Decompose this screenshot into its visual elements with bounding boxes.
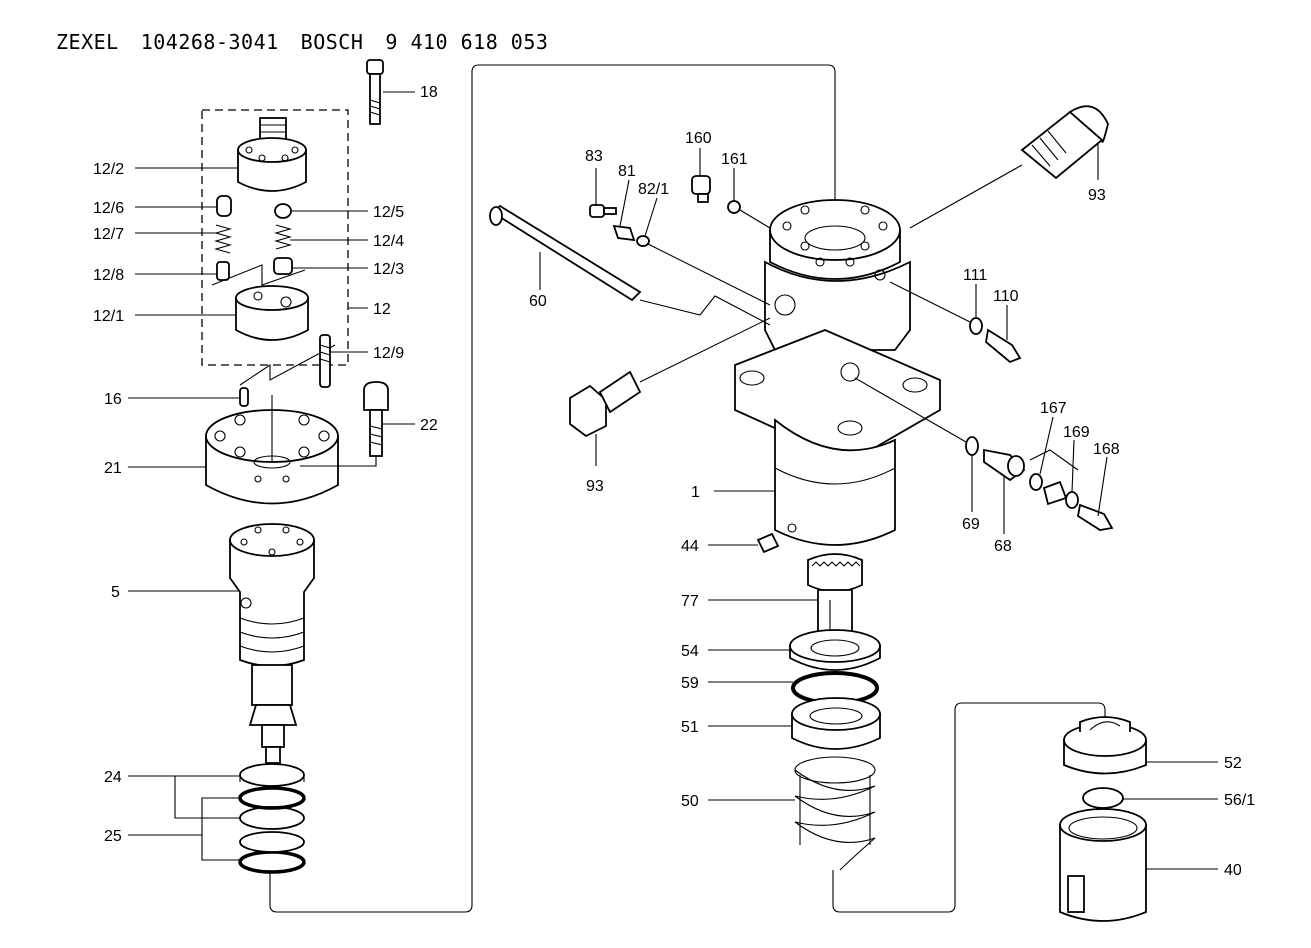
- callout-5: 5: [111, 584, 120, 601]
- valve-12-6: [216, 195, 232, 217]
- callout-60: 60: [529, 293, 547, 310]
- callout-50: 50: [681, 793, 699, 810]
- callout-21: 21: [104, 460, 122, 477]
- connector-path-left: [269, 64, 836, 913]
- washer-169: [1065, 491, 1079, 509]
- bolt-110: [985, 328, 1022, 364]
- tappet-top-52: [1063, 716, 1147, 775]
- bolt-168: [1077, 503, 1114, 531]
- callout-82-1: 82/1: [638, 181, 669, 198]
- callout-110: 110: [993, 288, 1019, 305]
- rings-25: [238, 786, 306, 874]
- callout-1: 1: [691, 484, 700, 501]
- seat-51: [791, 697, 881, 750]
- spring-12-7: [213, 224, 233, 254]
- callout-40: 40: [1224, 862, 1242, 879]
- callout-81: 81: [618, 163, 636, 180]
- spring-12-4: [273, 224, 293, 250]
- roller-56-1: [1082, 787, 1124, 809]
- callout-77: 77: [681, 593, 699, 610]
- rings-24: [239, 763, 305, 830]
- banjo-bolt-93-upper: [909, 105, 1109, 229]
- callout-44: 44: [681, 538, 699, 555]
- banjo-bolt-93-lower: [569, 317, 771, 438]
- plug-160: [691, 175, 711, 203]
- callout-93-upper: 93: [1088, 187, 1106, 204]
- callout-52: 52: [1224, 755, 1242, 772]
- seat-12-3: [273, 257, 293, 275]
- holder-12-2: [237, 117, 307, 192]
- callout-12-8: 12/8: [93, 267, 124, 284]
- callout-18: 18: [420, 84, 438, 101]
- callout-56-1: 56/1: [1224, 792, 1255, 809]
- callout-12-5: 12/5: [373, 204, 404, 221]
- callout-69: 69: [962, 516, 980, 533]
- dowel-16: [239, 387, 249, 407]
- assembly-12-boundary: [201, 109, 349, 366]
- pump-housing-1: [734, 199, 941, 546]
- drawing-title: ZEXEL 104268-3041 BOSCH 9 410 618 053: [56, 30, 570, 54]
- connector-path-right: [832, 702, 1106, 913]
- callout-12-9: 12/9: [373, 345, 404, 362]
- washer-111: [969, 317, 983, 335]
- callout-111: 111: [963, 267, 987, 284]
- right-leaders: [539, 142, 1218, 870]
- washer-69: [965, 436, 979, 456]
- callout-54: 54: [681, 643, 699, 660]
- screw-18: [366, 59, 384, 125]
- tappet-40: [1059, 808, 1147, 922]
- control-sleeve-77: [807, 553, 863, 639]
- washer-167: [1029, 473, 1068, 506]
- callout-168: 168: [1093, 441, 1120, 458]
- zexel-part-number: 104268-3041: [140, 30, 279, 54]
- seat-12-8: [216, 261, 230, 281]
- fitting-68: [983, 448, 1026, 482]
- brand-label: ZEXEL: [56, 30, 119, 54]
- line-111-to-housing: [889, 281, 971, 323]
- callout-161: 161: [721, 151, 748, 168]
- spring-50: [794, 756, 876, 871]
- callout-12-2: 12/2: [93, 161, 124, 178]
- callout-12-1: 12/1: [93, 308, 124, 325]
- rack-60: [489, 204, 771, 326]
- valve-12-5: [274, 203, 292, 219]
- element-5: [229, 523, 315, 764]
- callout-12-4: 12/4: [373, 233, 404, 250]
- callout-25: 25: [104, 828, 122, 845]
- callout-22: 22: [420, 417, 438, 434]
- screw-44: [756, 532, 780, 554]
- line-69-to-housing: [854, 377, 967, 443]
- break-line-upper: [211, 264, 306, 286]
- break-line-lower: [239, 344, 336, 386]
- body-12-1: [235, 285, 309, 341]
- line-83-to-housing: [647, 243, 771, 306]
- screw-83: [589, 204, 617, 218]
- callout-93-lower: 93: [586, 478, 604, 495]
- bracket-167-169: [1029, 449, 1079, 471]
- callout-16: 16: [104, 391, 122, 408]
- callout-12-6: 12/6: [93, 200, 124, 217]
- callout-12-3: 12/3: [373, 261, 404, 278]
- callout-59: 59: [681, 675, 699, 692]
- pin-12-9: [319, 334, 331, 388]
- callout-12-7: 12/7: [93, 226, 124, 243]
- callout-83: 83: [585, 148, 603, 165]
- flange-21: [205, 395, 339, 505]
- oem-label: BOSCH: [300, 30, 364, 54]
- callout-68: 68: [994, 538, 1012, 555]
- oem-part-number: 9 410 618 053: [385, 30, 549, 54]
- callout-160: 160: [685, 130, 712, 147]
- callout-167: 167: [1040, 400, 1067, 417]
- callout-12: 12: [373, 301, 391, 318]
- callout-51: 51: [681, 719, 699, 736]
- seat-54: [789, 629, 881, 671]
- washer-82-1: [636, 235, 650, 247]
- washer-81: [612, 224, 636, 242]
- callout-24: 24: [104, 769, 122, 786]
- callout-169: 169: [1063, 424, 1090, 441]
- washer-161: [727, 200, 771, 229]
- bolt-22: [363, 381, 389, 457]
- left-leaders: [128, 91, 415, 861]
